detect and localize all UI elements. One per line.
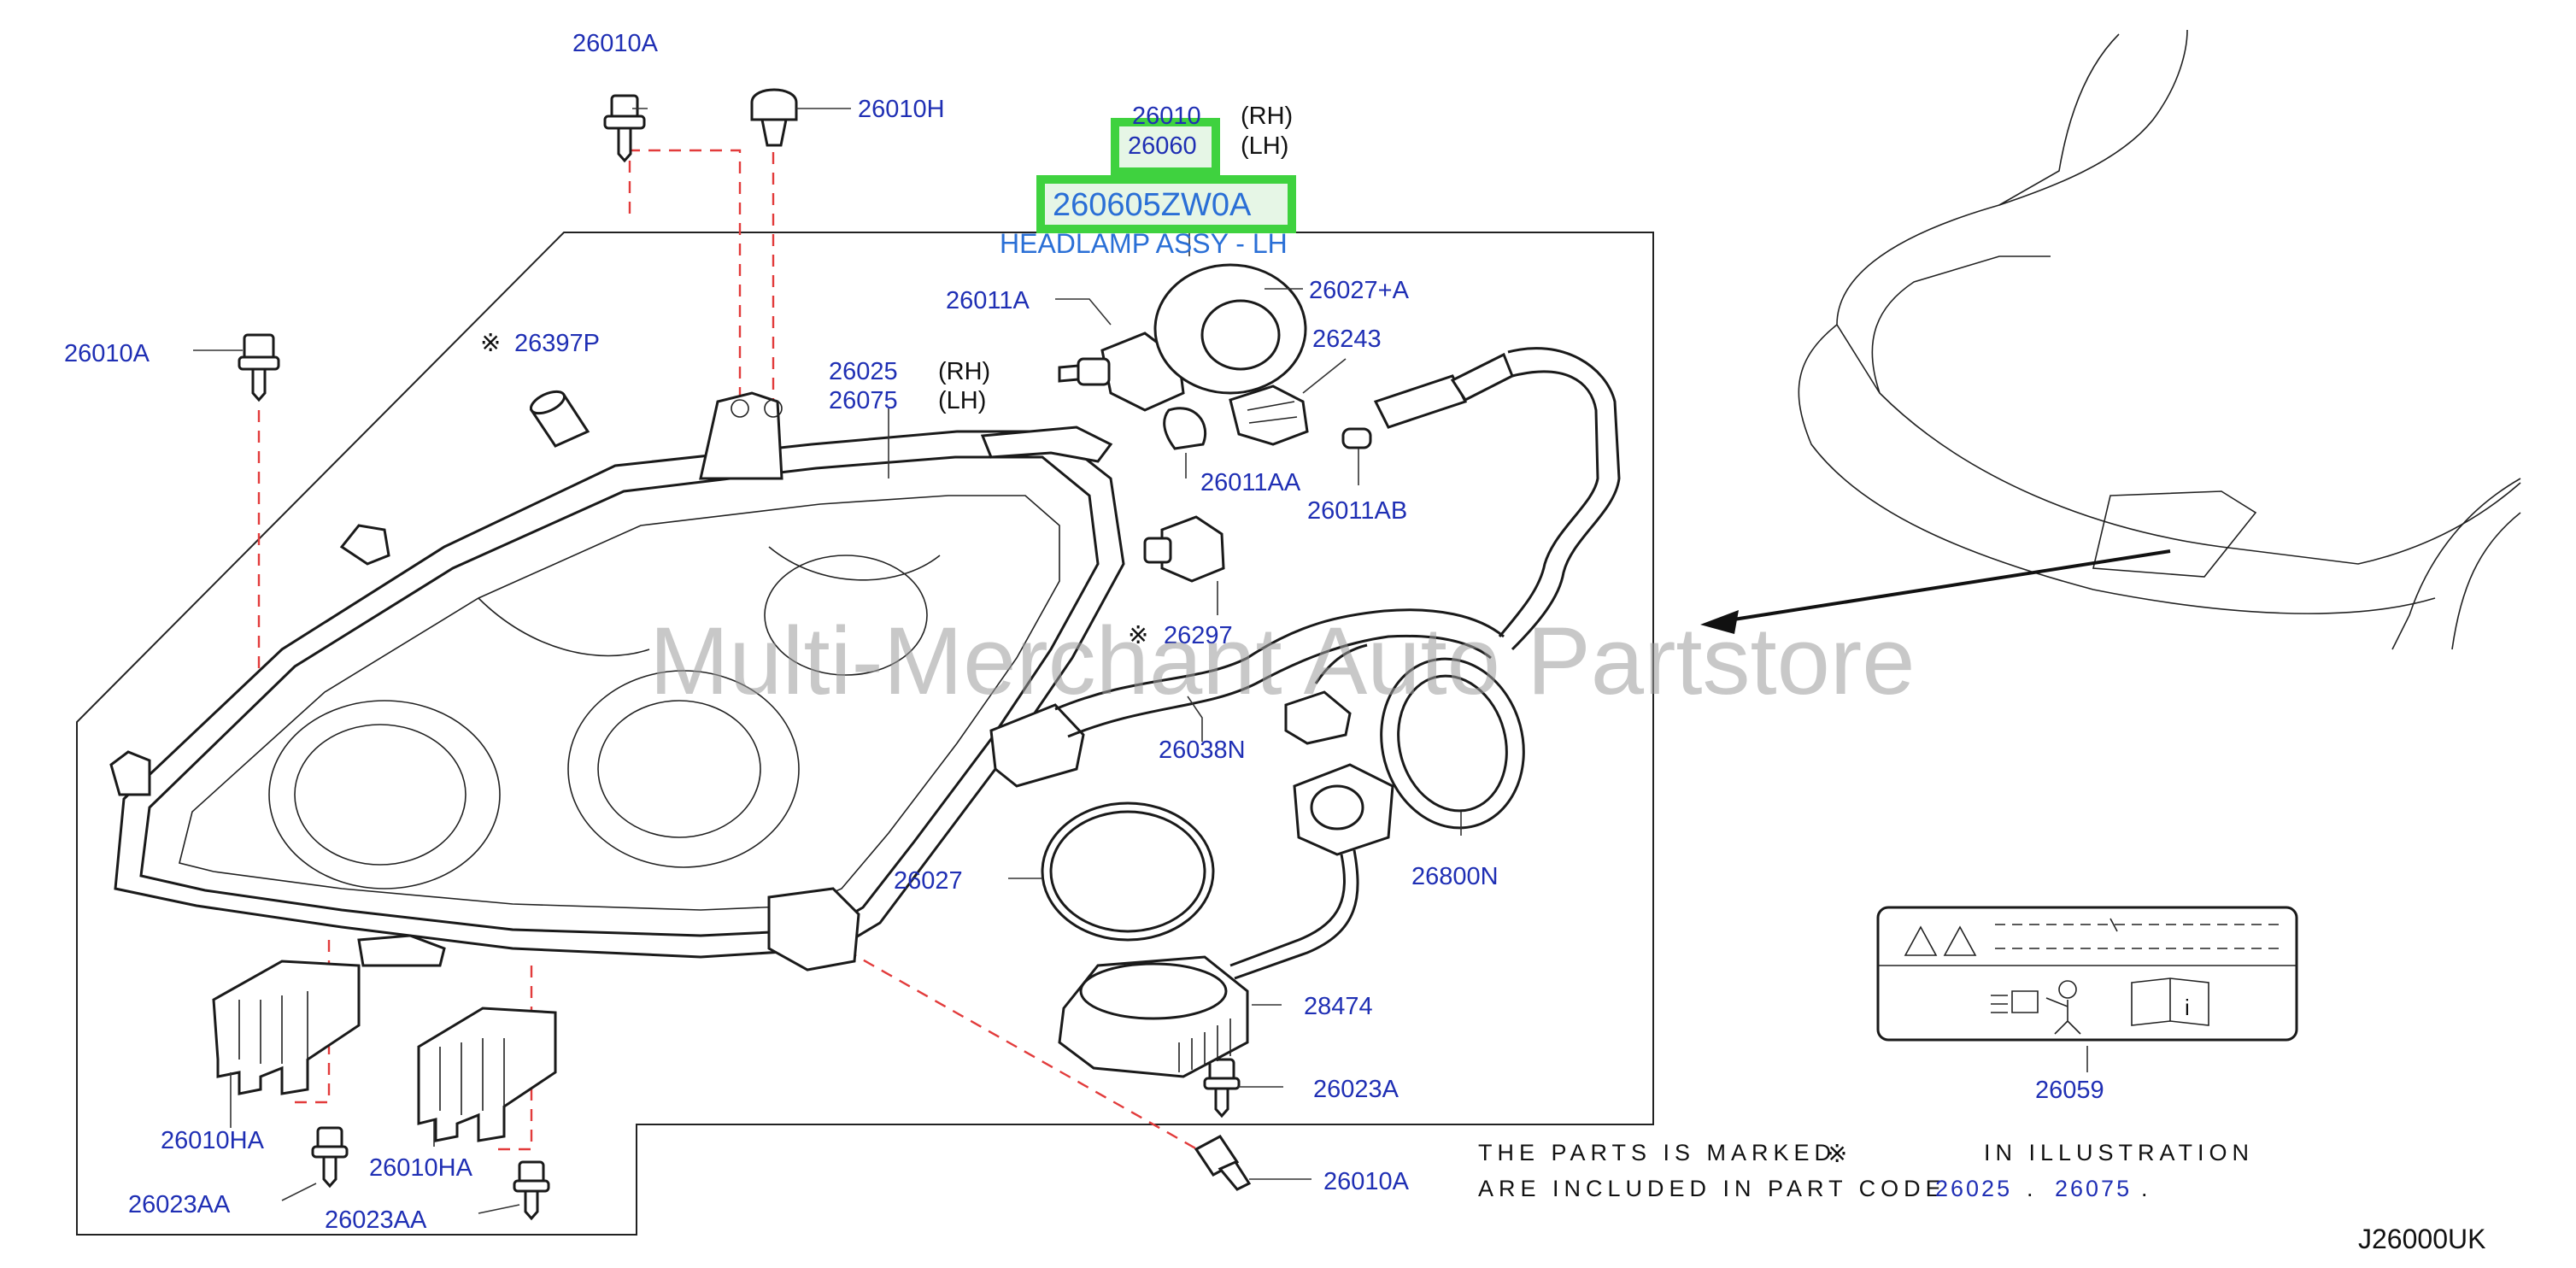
cap-26397p [529, 390, 590, 448]
note-separator: . [2027, 1176, 2039, 1201]
label-26800n[interactable]: 26800N [1411, 863, 1499, 890]
label-26027a[interactable]: 26027+A [1309, 277, 1410, 304]
label-26010[interactable]: 26010 [1132, 103, 1201, 130]
label-26297[interactable]: 26297 [1164, 622, 1233, 649]
label-26025[interactable]: 26025 [829, 358, 898, 385]
note-line1-start: THE PARTS IS MARKED [1478, 1140, 1836, 1165]
marked-parts-note: THE PARTS IS MARKED ※ IN ILLUSTRATION AR… [1478, 1140, 2254, 1201]
highlight-description: HEADLAMP ASSY - LH [1000, 228, 1288, 259]
warning-label-26059: i [1876, 906, 2298, 1042]
wiring-upper [1373, 347, 1621, 651]
watermark: Multi-Merchant Auto Partstore [649, 608, 1915, 714]
svg-text:i: i [2185, 995, 2190, 1020]
label-26010a-top[interactable]: 26010A [572, 30, 659, 57]
installation-guides [257, 149, 1206, 1155]
label-26023aa-1[interactable]: 26023AA [128, 1191, 231, 1218]
label-26023aa-2[interactable]: 26023AA [325, 1206, 427, 1234]
bulb-26297 [1143, 515, 1225, 583]
label-26023a[interactable]: 26023A [1313, 1076, 1399, 1103]
label-26397p[interactable]: 26397P [514, 330, 600, 357]
label-rh-2: (RH) [938, 358, 990, 385]
label-lh-2: (LH) [938, 387, 986, 414]
seal-26027a [1153, 263, 1307, 395]
wiring-26038n [989, 608, 1505, 788]
label-26059[interactable]: 26059 [2035, 1077, 2104, 1104]
marker-symbol-2: ※ [1128, 622, 1148, 649]
ring-26027 [1041, 801, 1215, 942]
igniter [1229, 763, 1394, 980]
bracket-26010ha-1 [212, 960, 361, 1095]
headlamp-housing [109, 391, 1125, 972]
bulb-26011aa [1163, 407, 1207, 450]
highlight-part-number: 260605ZW0A [1053, 187, 1252, 223]
screw-26023a [1203, 1058, 1241, 1118]
screw-26023aa-2 [513, 1160, 550, 1221]
note-end: . [2141, 1176, 2153, 1201]
diagram-code: J26000UK [2358, 1224, 2485, 1254]
label-26010ha-2[interactable]: 26010HA [369, 1154, 473, 1182]
label-26075[interactable]: 26075 [829, 387, 898, 414]
label-28474[interactable]: 28474 [1304, 993, 1373, 1020]
bracket-26010ha-2 [417, 1007, 557, 1142]
bulb-26011ab [1341, 427, 1372, 449]
label-26011a[interactable]: 26011A [946, 287, 1030, 314]
screw-26010a-top [603, 94, 646, 163]
label-26243[interactable]: 26243 [1312, 326, 1382, 353]
ballast-28474 [1058, 955, 1249, 1078]
screw-26010a-left [238, 333, 280, 402]
note-line2-start: ARE INCLUDED IN PART CODE [1478, 1176, 1946, 1201]
label-26011aa[interactable]: 26011AA [1200, 469, 1301, 496]
label-26010a-left[interactable]: 26010A [64, 340, 150, 367]
label-rh-1: (RH) [1241, 103, 1293, 130]
vehicle-sketch [1700, 29, 2521, 650]
note-marker-symbol: ※ [1827, 1141, 1847, 1168]
label-26011ab[interactable]: 26011AB [1307, 497, 1407, 525]
socket-26243 [1229, 385, 1309, 446]
note-code-26025[interactable]: 26025 [1935, 1176, 2012, 1201]
assembly-frame [76, 232, 1654, 1236]
screw-26010a-bottom [1194, 1135, 1252, 1191]
highlight-box-26060[interactable] [1111, 118, 1220, 176]
label-26038n[interactable]: 26038N [1159, 737, 1246, 764]
label-26060[interactable]: 26060 [1128, 132, 1197, 160]
clip-26010h [750, 88, 798, 147]
label-lh-1: (LH) [1241, 132, 1288, 160]
label-26027[interactable]: 26027 [894, 867, 963, 895]
cover-26800n [1380, 657, 1525, 830]
note-line1-end: IN ILLUSTRATION [1984, 1140, 2254, 1165]
screw-26023aa-1 [311, 1126, 349, 1189]
marker-symbol-1: ※ [480, 330, 501, 357]
label-26010h[interactable]: 26010H [858, 96, 945, 123]
note-code-26075[interactable]: 26075 [2055, 1176, 2132, 1201]
label-26010ha-1[interactable]: 26010HA [161, 1127, 265, 1154]
label-26010a-bottom[interactable]: 26010A [1323, 1168, 1410, 1195]
highlight-box-part-number[interactable] [1036, 175, 1296, 233]
